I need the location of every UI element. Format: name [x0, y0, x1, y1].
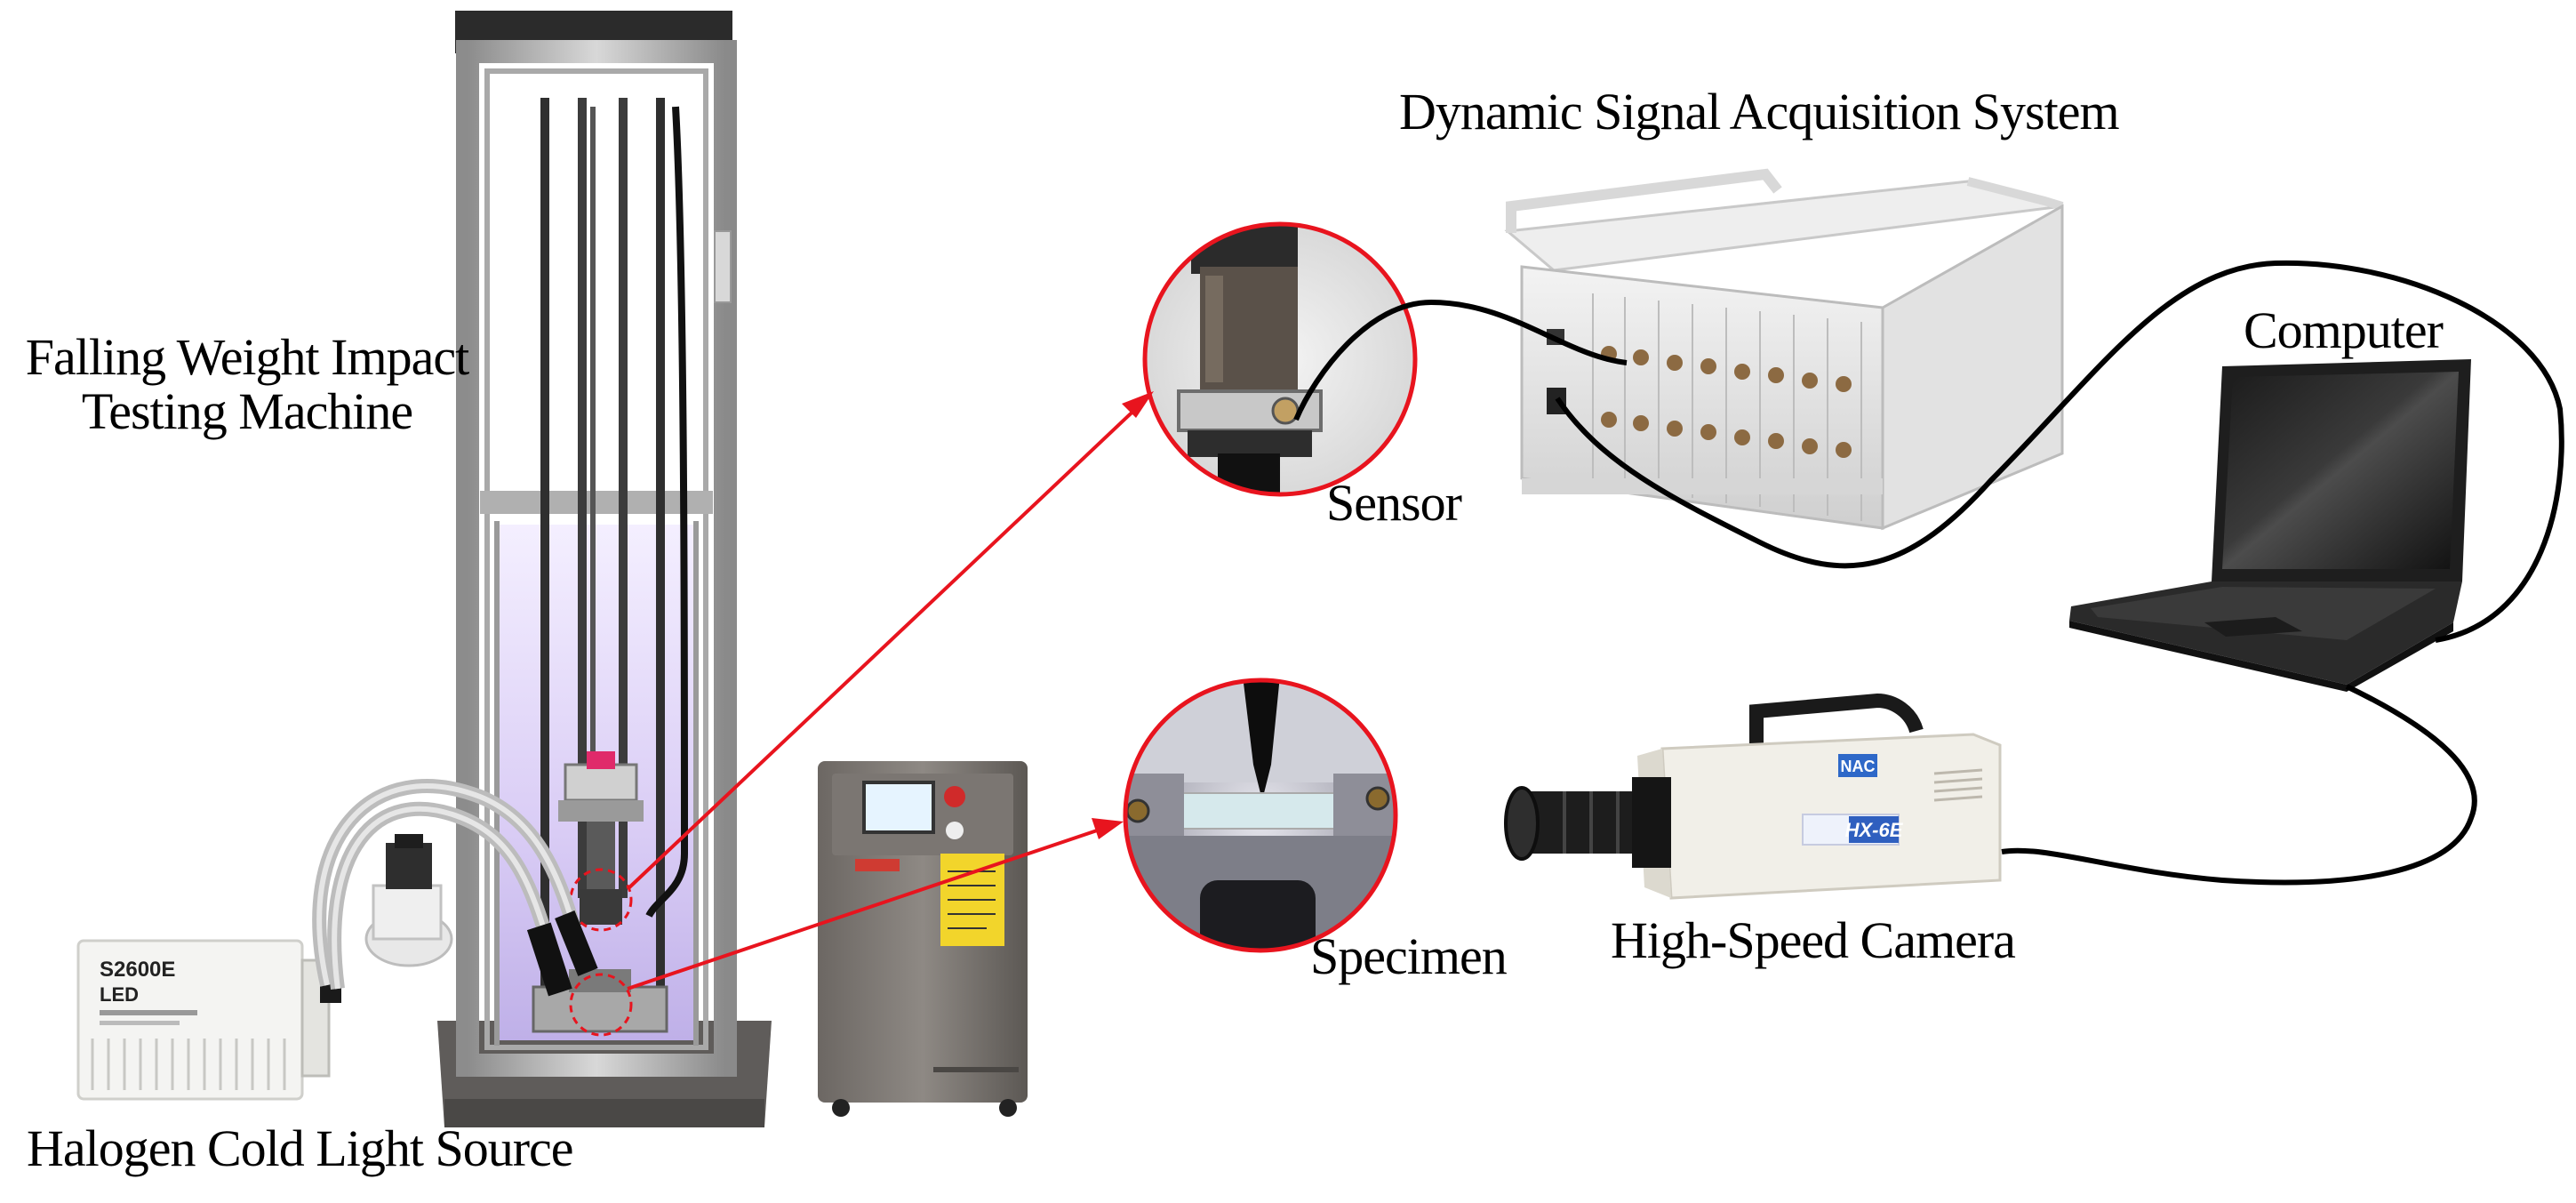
light-source-model-text: S2600E: [100, 958, 175, 982]
light-source-name-text: LED: [100, 983, 139, 1006]
falling-weight-label-line2: Testing Machine: [81, 381, 413, 440]
halogen-light-source-label: Halogen Cold Light Source: [27, 1119, 574, 1177]
specimen-closeup-icon: [1123, 678, 1398, 953]
camera-brand-text: NAC: [1841, 758, 1876, 775]
computer-to-camera-cable: [2001, 684, 2477, 886]
falling-weight-label-line1: Falling Weight Impact: [25, 328, 469, 386]
daq-to-computer-cable: [1555, 260, 2564, 643]
control-cabinet-icon: [818, 761, 1028, 1117]
high-speed-camera-icon: NAC HX-6E: [1504, 693, 2002, 900]
fiber-optic-goose-neck-icon: [312, 779, 598, 997]
daq-chassis-icon: [1504, 168, 2064, 531]
laptop-icon: [2069, 359, 2471, 692]
cables: [1293, 260, 2564, 886]
specimen-label: Specimen: [1310, 927, 1508, 985]
computer-label: Computer: [2244, 301, 2444, 359]
air-compressor-icon: [364, 834, 453, 967]
camera-model-text: HX-6E: [1845, 819, 1904, 841]
dynamic-signal-label: Dynamic Signal Acquisition System: [1399, 83, 2120, 140]
falling-weight-machine-label: Falling Weight Impact Testing Machine: [7, 328, 487, 440]
light-source-box-icon: S2600E LED: [76, 939, 341, 1101]
high-speed-camera-label: High-Speed Camera: [1611, 911, 2016, 969]
specimen-arrow: [627, 818, 1124, 990]
sensor-to-daq-cable: [1293, 299, 1628, 421]
sensor-label: Sensor: [1326, 474, 1462, 532]
falling-weight-machine-icon: [437, 11, 772, 1127]
sensor-arrow: [626, 391, 1154, 891]
sensor-closeup-icon: [1142, 221, 1418, 497]
